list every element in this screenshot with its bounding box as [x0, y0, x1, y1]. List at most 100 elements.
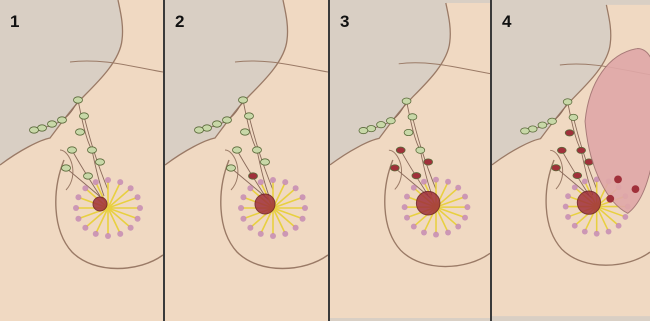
- affected-lymph-node: [424, 159, 433, 165]
- metastasis-spot: [614, 176, 622, 184]
- lymph-node: [195, 127, 204, 133]
- gland-lobule: [117, 231, 123, 237]
- tumor: [93, 197, 107, 211]
- gland-lobule: [411, 185, 417, 191]
- lymph-node: [68, 147, 77, 153]
- gland-lobule: [582, 229, 588, 235]
- lymph-node: [253, 147, 262, 153]
- affected-lymph-node: [577, 147, 586, 153]
- stage-number-4: 4: [502, 12, 511, 32]
- stage-panel-4: 4: [492, 0, 650, 321]
- lymph-node: [359, 127, 368, 133]
- gland-lobule: [75, 194, 81, 200]
- affected-lymph-node: [412, 173, 421, 179]
- gland-lobule: [282, 179, 288, 185]
- gland-lobule: [582, 179, 588, 185]
- lymph-node: [416, 147, 425, 153]
- lymph-node: [538, 122, 547, 128]
- lymph-node: [88, 147, 97, 153]
- gland-lobule: [563, 204, 569, 210]
- gland-lobule: [240, 216, 246, 222]
- gland-lobule: [75, 216, 81, 222]
- gland-lobule: [565, 193, 571, 199]
- gland-lobule: [433, 232, 439, 238]
- stage-illustration-2: [165, 0, 328, 321]
- gland-lobule: [73, 205, 79, 211]
- affected-lymph-node: [557, 147, 566, 153]
- gland-lobule: [128, 185, 134, 191]
- gland-lobule: [258, 231, 264, 237]
- gland-lobule: [606, 229, 612, 235]
- tumor: [577, 191, 600, 214]
- metastasis-spot: [606, 195, 614, 203]
- gland-lobule: [238, 205, 244, 211]
- gland-lobule: [411, 224, 417, 230]
- gland-lobule: [270, 233, 276, 239]
- lymph-node: [239, 97, 248, 103]
- lymph-node: [227, 165, 236, 171]
- stage-panel-1: 1: [0, 0, 163, 321]
- gland-lobule: [105, 233, 111, 239]
- gland-lobule: [404, 215, 410, 221]
- lymph-node: [521, 128, 530, 134]
- stage-illustration-1: [0, 0, 163, 321]
- lymph-node: [261, 159, 270, 165]
- lymph-node: [241, 129, 250, 135]
- affected-lymph-node: [573, 172, 582, 178]
- gland-lobule: [270, 177, 276, 183]
- lymph-node: [62, 165, 71, 171]
- lymph-node: [48, 121, 57, 127]
- lymph-node: [76, 129, 85, 135]
- gland-lobule: [302, 205, 308, 211]
- lymph-node: [74, 97, 83, 103]
- stage-illustration-3: [330, 0, 490, 321]
- gland-lobule: [402, 204, 408, 210]
- lymph-node: [80, 113, 89, 119]
- gland-lobule: [135, 216, 141, 222]
- gland-lobule: [293, 225, 299, 231]
- gland-lobule: [117, 179, 123, 185]
- lymph-node: [563, 99, 572, 105]
- lymph-node: [213, 121, 222, 127]
- stage-number-1: 1: [10, 12, 19, 32]
- gland-lobule: [445, 230, 451, 236]
- torso-shape: [330, 3, 490, 318]
- gland-lobule: [258, 179, 264, 185]
- gland-lobule: [135, 194, 141, 200]
- affected-lymph-node: [552, 165, 561, 171]
- lymph-node: [569, 114, 578, 120]
- gland-lobule: [421, 230, 427, 236]
- lymph-node: [58, 117, 67, 123]
- lymph-node: [245, 113, 254, 119]
- lymph-node: [408, 114, 417, 120]
- gland-lobule: [82, 185, 88, 191]
- gland-lobule: [93, 179, 99, 185]
- lymph-node: [548, 118, 557, 124]
- lymph-node: [404, 129, 413, 135]
- lymph-node: [30, 127, 39, 133]
- gland-lobule: [565, 214, 571, 220]
- gland-lobule: [293, 185, 299, 191]
- stage-panel-2: 2: [165, 0, 328, 321]
- stage-number-2: 2: [175, 12, 184, 32]
- gland-lobule: [240, 194, 246, 200]
- lymph-node: [96, 159, 105, 165]
- gland-lobule: [594, 231, 600, 237]
- gland-lobule: [421, 179, 427, 185]
- stage-number-3: 3: [340, 12, 349, 32]
- metastasis-spot: [632, 185, 640, 193]
- gland-lobule: [282, 231, 288, 237]
- lymph-node: [233, 147, 242, 153]
- lymph-node: [223, 117, 232, 123]
- gland-lobule: [445, 179, 451, 185]
- gland-lobule: [455, 224, 461, 230]
- gland-lobule: [572, 223, 578, 229]
- lymph-node: [402, 98, 411, 104]
- lymph-node: [84, 173, 93, 179]
- affected-lymph-node: [565, 130, 574, 136]
- gland-lobule: [82, 225, 88, 231]
- stage-illustration-4: [492, 0, 650, 321]
- gland-lobule: [622, 214, 628, 220]
- gland-lobule: [105, 177, 111, 183]
